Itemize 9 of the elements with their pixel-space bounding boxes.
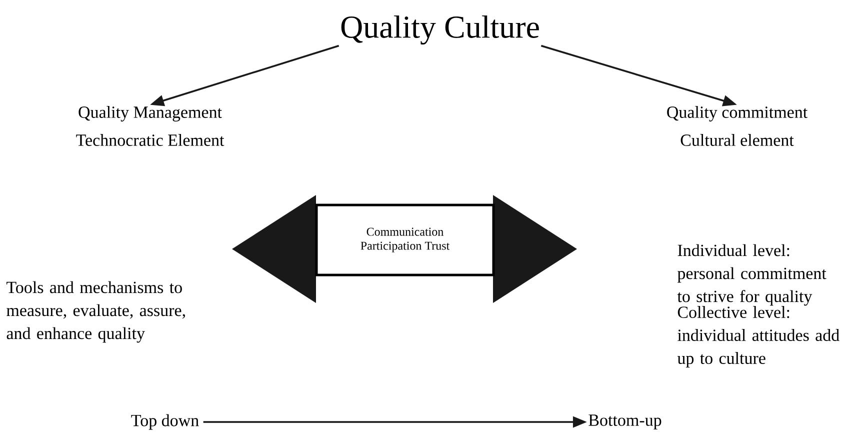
text-box: Communication Participation Trust (315, 204, 495, 276)
description-text: Collective level: individual attitudes add up to culture (677, 306, 840, 368)
end-label: Top down (131, 414, 199, 430)
title: Quality Culture (341, 15, 539, 45)
heading-text: Quality commitment Cultural element (667, 106, 808, 146)
end-label: Bottom-up (588, 414, 662, 430)
heading-text: Quality Management Technocratic Element (76, 106, 224, 146)
description-text: Individual level: personal commitment to strive for quality (677, 244, 826, 306)
description-text: Tools and mechanisms to measure, evaluate, assure, and enhance quality (6, 281, 185, 343)
